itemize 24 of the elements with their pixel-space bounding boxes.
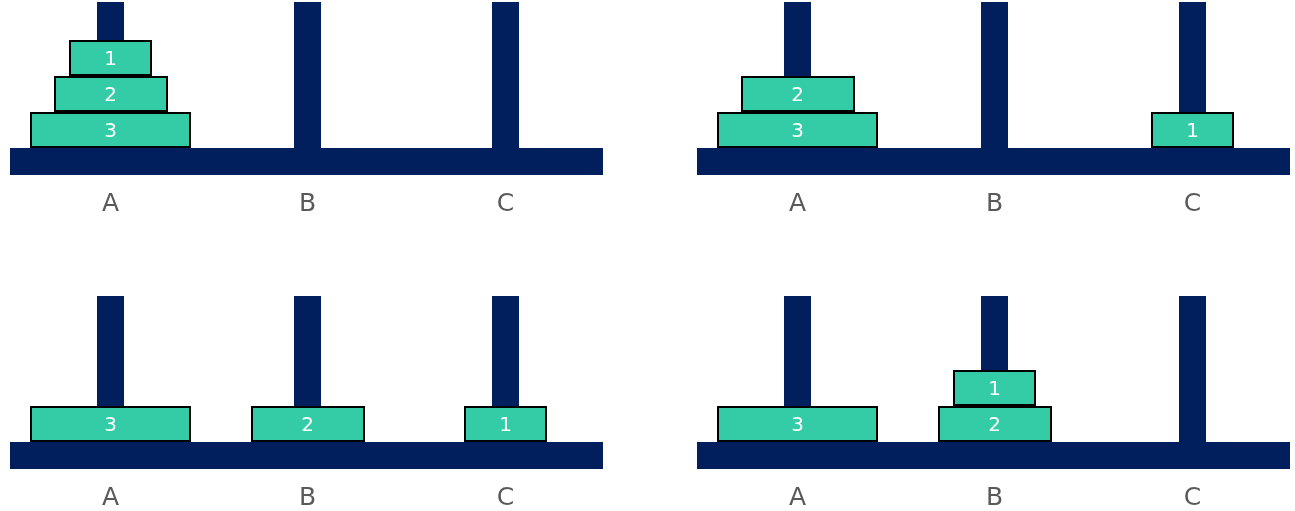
peg-label: B <box>985 483 1004 509</box>
peg-label: B <box>985 189 1004 215</box>
peg-label: A <box>101 483 120 509</box>
peg-label: C <box>496 189 515 215</box>
disk-number: 2 <box>791 84 804 104</box>
peg-label: A <box>788 483 807 509</box>
peg-label: B <box>298 189 317 215</box>
peg-label: A <box>788 189 807 215</box>
disk-number: 2 <box>104 84 117 104</box>
disk-number: 1 <box>988 378 1001 398</box>
peg-label: C <box>1183 189 1202 215</box>
peg-label: A <box>101 189 120 215</box>
disk-number: 2 <box>301 414 314 434</box>
peg-label: B <box>298 483 317 509</box>
peg-label: C <box>496 483 515 509</box>
peg-label: C <box>1183 483 1202 509</box>
disk-number: 3 <box>104 414 117 434</box>
disk-number: 2 <box>988 414 1001 434</box>
disk-number: 3 <box>791 120 804 140</box>
disk-number: 1 <box>104 48 117 68</box>
disk-number: 3 <box>104 120 117 140</box>
disk-number: 1 <box>499 414 512 434</box>
disk-number: 1 <box>1186 120 1199 140</box>
disk-number: 3 <box>791 414 804 434</box>
